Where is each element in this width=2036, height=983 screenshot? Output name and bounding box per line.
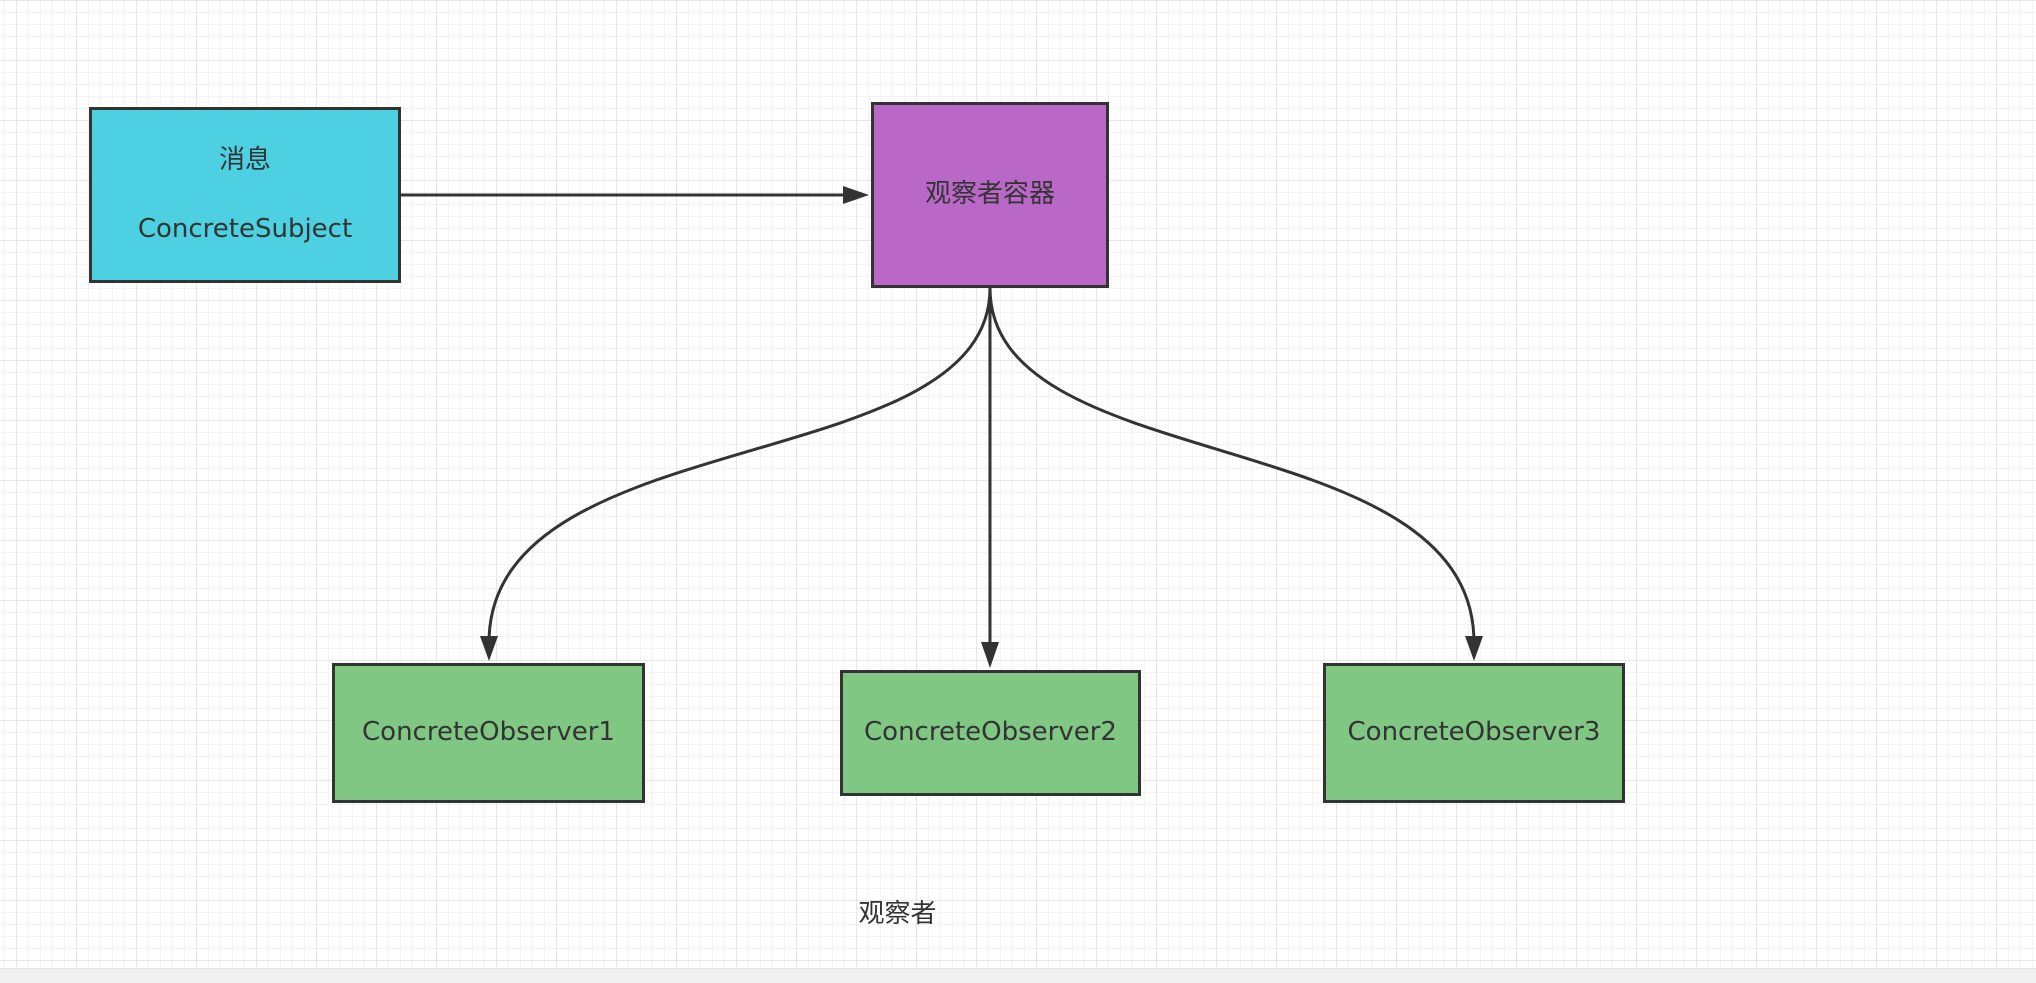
- subject-node-title: 消息: [218, 144, 271, 175]
- subject-node[interactable]: 消息 ConcreteSubject: [89, 107, 401, 283]
- observer-container-label: 观察者容器: [924, 179, 1055, 210]
- observer-node-1-label: ConcreteObserver1: [362, 717, 615, 748]
- observer-node-2-label: ConcreteObserver2: [864, 717, 1117, 748]
- observer-node-2[interactable]: ConcreteObserver2: [840, 670, 1141, 796]
- observer-node-3[interactable]: ConcreteObserver3: [1323, 663, 1625, 803]
- observer-node-1[interactable]: ConcreteObserver1: [332, 663, 645, 803]
- edge-container-to-observer-3: [988, 287, 1483, 661]
- edge-container-to-observer-1: [480, 287, 992, 661]
- edge-subject-to-container: [401, 186, 869, 204]
- observer-node-3-label: ConcreteObserver3: [1347, 717, 1601, 748]
- subject-node-label: ConcreteSubject: [137, 214, 353, 244]
- edge-container-to-observer-2: [981, 288, 999, 668]
- diagram-caption: 观察者: [858, 899, 937, 929]
- canvas-bottom-edge: [0, 968, 2036, 983]
- observer-container-node[interactable]: 观察者容器: [871, 102, 1109, 288]
